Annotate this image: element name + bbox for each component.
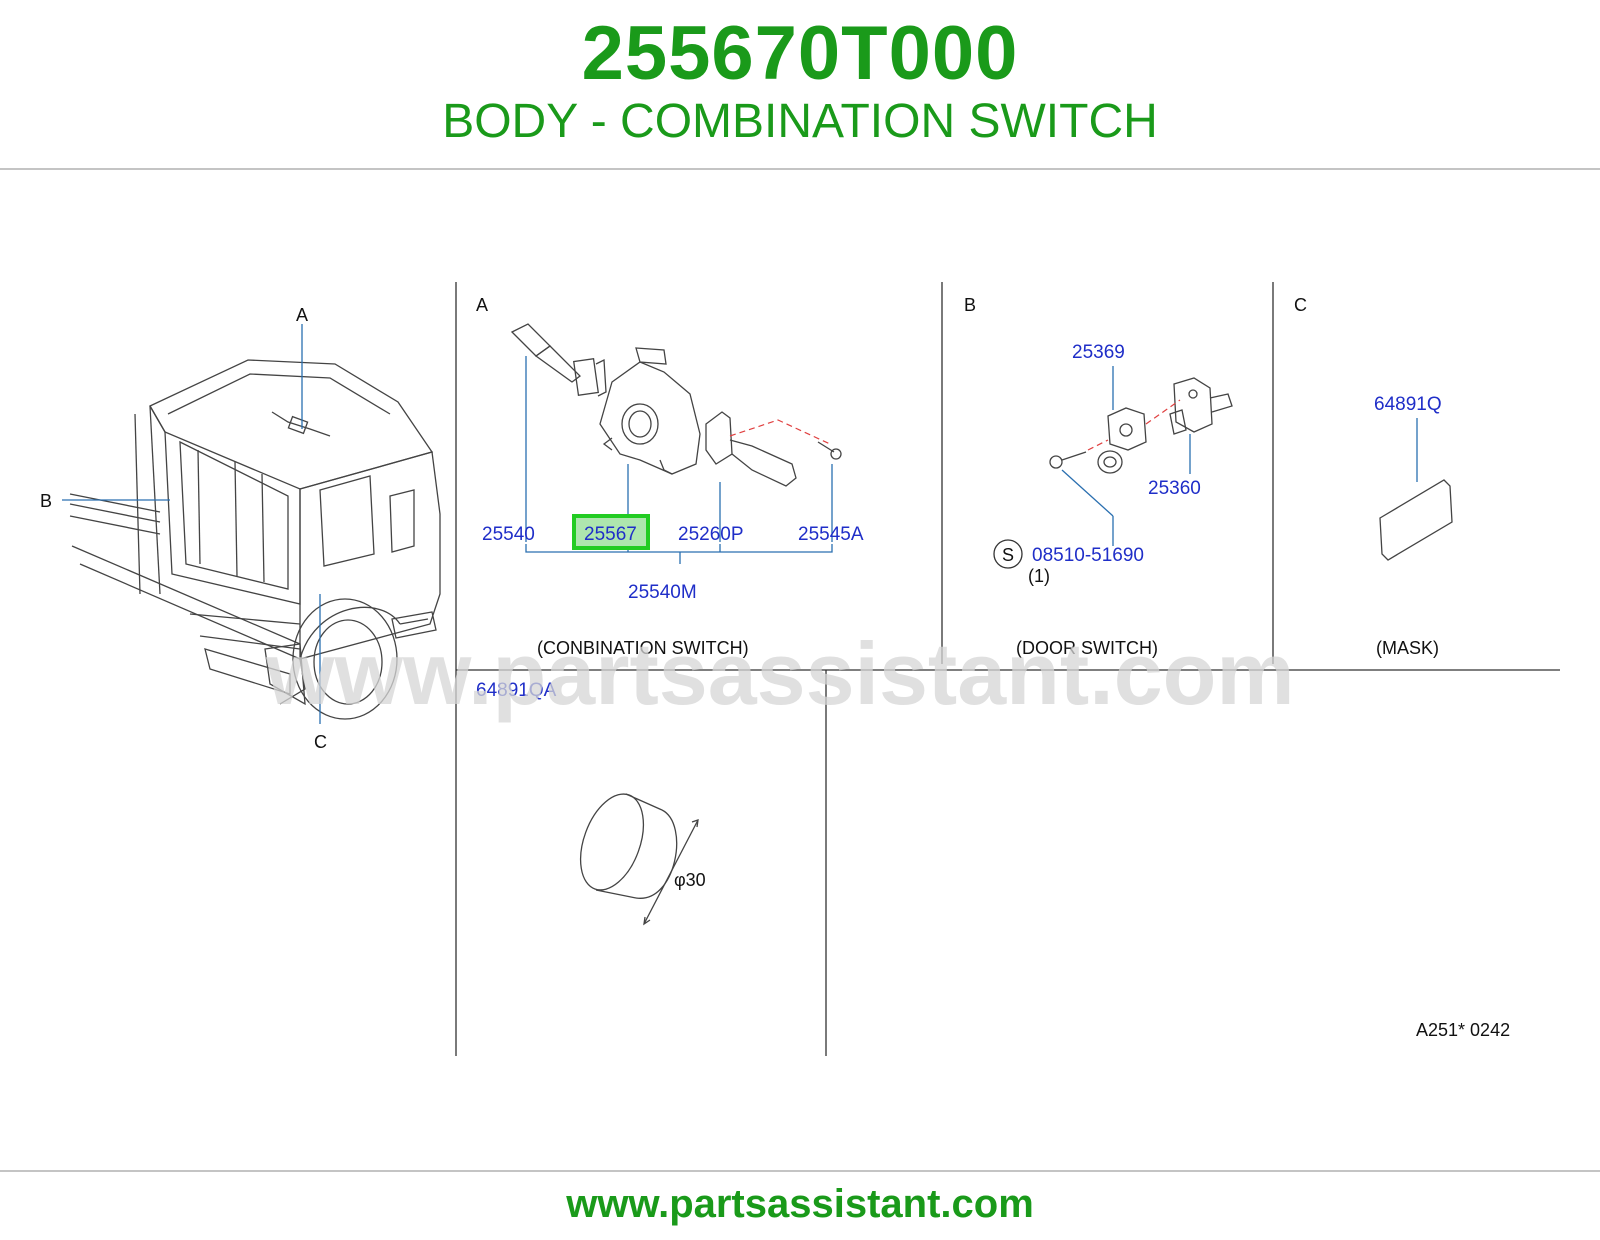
standard-part-symbol <box>993 539 1023 569</box>
overview-callouts: A B C <box>40 305 327 752</box>
diagram-reference-code: A251* 0242 <box>1416 1020 1510 1040</box>
panel-borders <box>455 282 1560 1056</box>
part-label-25540[interactable]: 25540 <box>482 524 535 545</box>
panel-c-mask: C 64891Q (MASK) <box>1294 295 1453 658</box>
header-divider <box>0 168 1600 170</box>
page-header: 255670T000 BODY - COMBINATION SWITCH <box>0 0 1600 170</box>
panel-b-letter: B <box>964 295 976 315</box>
screw-quantity: (1) <box>1028 566 1050 586</box>
part-title: BODY - COMBINATION SWITCH <box>442 95 1158 148</box>
overview-label-a: A <box>296 305 308 325</box>
footer-website-link[interactable]: www.partsassistant.com <box>566 1182 1034 1226</box>
part-label-25545a[interactable]: 25545A <box>798 524 864 545</box>
panel-a-letter: A <box>476 295 488 315</box>
part-label-25540m[interactable]: 25540M <box>628 582 697 603</box>
panel-c-caption: (MASK) <box>1376 638 1439 658</box>
round-cap-illustration <box>579 793 699 926</box>
overview-label-c: C <box>314 732 327 752</box>
part-label-25567[interactable]: 25567 <box>584 524 637 545</box>
mask-illustration <box>1379 479 1453 561</box>
watermark-text: www.partsassistant.com <box>265 624 1295 723</box>
door-switch-guide-line <box>1145 399 1181 425</box>
panel-c-letter: C <box>1294 295 1307 315</box>
part-label-25369[interactable]: 25369 <box>1072 342 1125 363</box>
standard-part-symbol-letter: S <box>1002 545 1014 565</box>
vehicle-overview-illustration <box>69 359 441 720</box>
panel-a-caption: (CONBINATION SWITCH) <box>537 638 749 658</box>
overview-label-b: B <box>40 491 52 511</box>
part-label-64891q[interactable]: 64891Q <box>1374 394 1442 415</box>
panel-a-combination-switch: A <box>476 295 864 658</box>
panel-b-caption: (DOOR SWITCH) <box>1016 638 1158 658</box>
cap-diameter-label: φ30 <box>674 870 706 890</box>
part-label-25260p[interactable]: 25260P <box>678 524 744 545</box>
parts-diagram: A B C A <box>40 282 1560 1056</box>
part-number: 255670T000 <box>581 11 1019 96</box>
part-label-25360[interactable]: 25360 <box>1148 478 1201 499</box>
door-switch-illustration <box>1049 377 1233 474</box>
panel-b-leader-lines <box>1061 366 1191 546</box>
highlight-box <box>572 514 650 550</box>
panel-b-door-switch: B 25369 25360 S 08510-51690 <box>964 295 1233 658</box>
combination-switch-illustration <box>510 323 842 487</box>
door-screw-guide-line <box>1087 439 1109 451</box>
part-label-08510-51690[interactable]: 08510-51690 <box>1032 545 1144 566</box>
panel-d-cap: 64891QA φ30 <box>476 680 706 926</box>
assembly-guide-line <box>729 419 831 445</box>
footer-divider <box>0 1170 1600 1172</box>
part-label-64891qa[interactable]: 64891QA <box>476 680 557 701</box>
